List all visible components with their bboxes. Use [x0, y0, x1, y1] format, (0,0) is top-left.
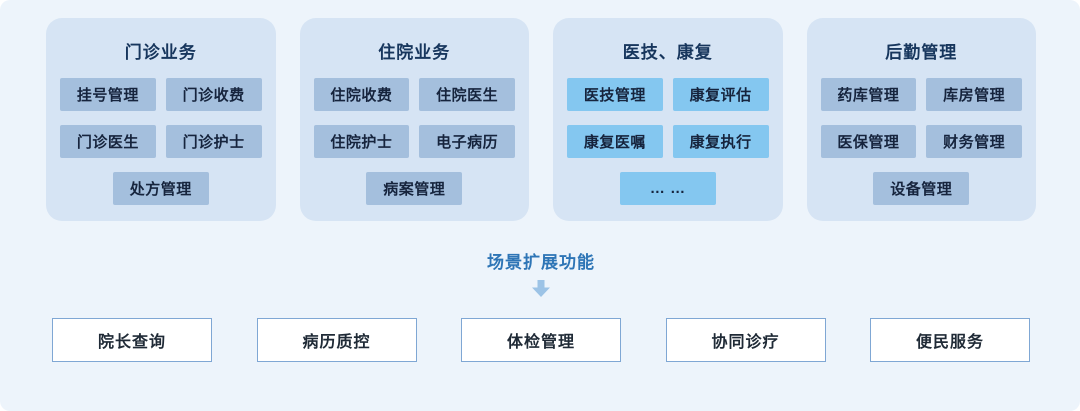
extension-section: 场景扩展功能: [46, 248, 1036, 297]
tile-grid: 挂号管理 门诊收费 门诊医生 门诊护士 处方管理: [60, 78, 262, 205]
card-inpatient: 住院业务 住院收费 住院医生 住院护士 电子病历 病案管理: [299, 18, 529, 221]
module-tile: 药库管理: [820, 78, 917, 111]
module-tile: 住院收费: [313, 78, 410, 111]
module-tile: 医保管理: [820, 125, 917, 158]
module-cards-row: 门诊业务 挂号管理 门诊收费 门诊医生 门诊护士 处方管理 住院业务 住院收费 …: [46, 18, 1036, 221]
card-title: 住院业务: [378, 43, 451, 62]
card-title: 门诊业务: [124, 43, 197, 62]
extension-item-public-service: 便民服务: [870, 318, 1030, 362]
card-medtech-rehab: 医技、康复 医技管理 康复评估 康复医嘱 康复执行 … …: [553, 18, 783, 221]
module-tile: 病案管理: [366, 172, 463, 205]
module-tile: 住院医生: [419, 78, 515, 111]
extension-item-record-qc: 病历质控: [256, 318, 417, 362]
module-tile: 康复执行: [672, 125, 769, 158]
module-tile: 门诊医生: [60, 125, 156, 158]
tile-grid: 住院收费 住院医生 住院护士 电子病历 病案管理: [313, 78, 515, 205]
card-logistics: 后勤管理 药库管理 库房管理 医保管理 财务管理 设备管理: [806, 18, 1036, 221]
module-tile: 住院护士: [313, 125, 410, 158]
tile-grid: 医技管理 康复评估 康复医嘱 康复执行 … …: [567, 78, 769, 205]
module-tile: 门诊护士: [165, 125, 262, 158]
module-tile: 处方管理: [112, 172, 209, 205]
card-outpatient: 门诊业务 挂号管理 门诊收费 门诊医生 门诊护士 处方管理: [46, 18, 276, 221]
module-tile: 医技管理: [567, 78, 663, 111]
down-arrow-icon: [532, 280, 550, 297]
module-tile-ellipsis: … …: [619, 172, 716, 205]
tile-grid: 药库管理 库房管理 医保管理 财务管理 设备管理: [820, 78, 1022, 205]
card-title: 后勤管理: [885, 43, 958, 62]
module-tile: 库房管理: [926, 78, 1022, 111]
extension-items-row: 院长查询 病历质控 体检管理 协同诊疗 便民服务: [46, 318, 1036, 362]
module-tile: 康复医嘱: [567, 125, 663, 158]
module-tile: 门诊收费: [165, 78, 262, 111]
extension-label: 场景扩展功能: [487, 253, 595, 272]
extension-item-director-query: 院长查询: [52, 318, 212, 362]
module-tile: 电子病历: [419, 125, 515, 158]
module-tile: 康复评估: [672, 78, 769, 111]
module-tile: 挂号管理: [60, 78, 156, 111]
extension-item-collaborative-care: 协同诊疗: [665, 318, 826, 362]
module-tile: 财务管理: [926, 125, 1022, 158]
extension-item-physical-exam: 体检管理: [461, 318, 621, 362]
card-title: 医技、康复: [622, 43, 713, 62]
module-tile: 设备管理: [873, 172, 970, 205]
